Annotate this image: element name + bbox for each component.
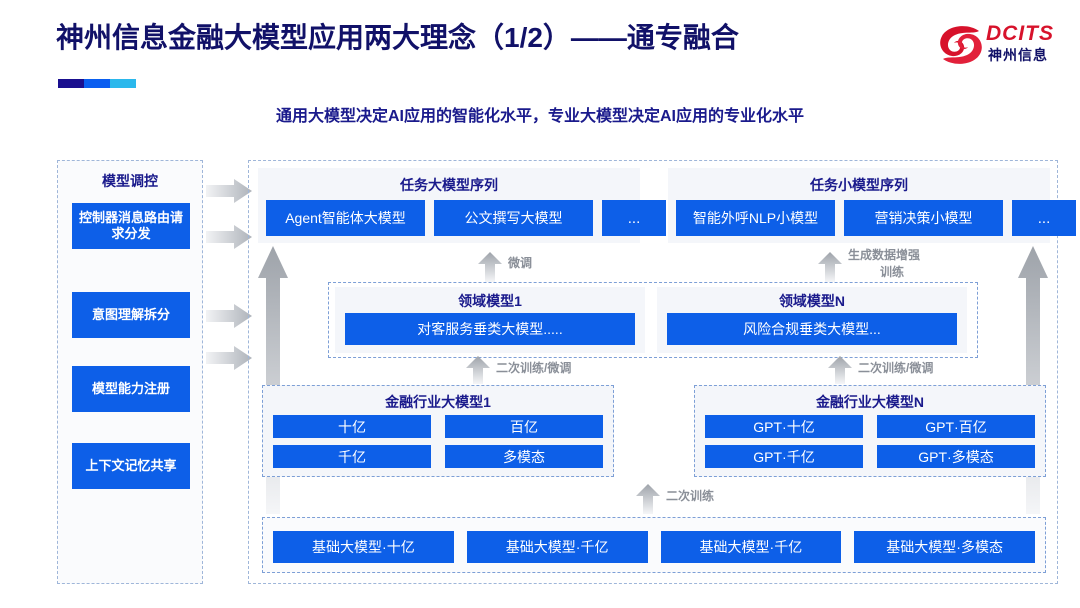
domain-model-n-title: 领域模型N xyxy=(778,293,846,309)
task-item-outbound-nlp[interactable]: 智能外呼NLP小模型 xyxy=(676,200,835,236)
base-model-frame: 基础大模型·十亿 基础大模型·千亿 基础大模型·千亿 基础大模型·多模态 xyxy=(262,517,1046,573)
spiral-logo-icon xyxy=(940,26,982,64)
diagram-frame xyxy=(248,160,1058,584)
arrow-label-data-augment-line1: 生成数据增强 xyxy=(848,248,921,262)
base-model-cell-1[interactable]: 基础大模型·十亿 xyxy=(273,531,454,563)
arrow-up-icon-fine-tune xyxy=(478,252,502,282)
arrow-label-retrain: 二次训练 xyxy=(666,489,715,503)
rule-segment-2 xyxy=(84,79,110,88)
task-item-more-small[interactable]: ... xyxy=(1012,200,1076,236)
task-sequence-small: 任务小模型序列 智能外呼NLP小模型 营销决策小模型 ... xyxy=(668,168,1076,243)
arrow-up-icon-retrain xyxy=(636,484,660,514)
domain-model-1-title: 领域模型1 xyxy=(458,293,522,309)
task-sequence-small-title: 任务小模型序列 xyxy=(810,177,908,193)
arrow-up-icon-left-spine xyxy=(258,246,288,514)
industry-1-cell-2[interactable]: 百亿 xyxy=(445,415,603,438)
logo-brand-cn: 神州信息 xyxy=(988,47,1048,63)
domain-model-n-box[interactable]: 风险合规垂类大模型... xyxy=(667,313,957,345)
control-item-context-memory[interactable]: 上下文记忆共享 xyxy=(72,443,190,489)
industry-model-n-title: 金融行业大模型N xyxy=(815,394,925,410)
task-item-more-large[interactable]: ... xyxy=(602,200,666,236)
base-model-cell-2[interactable]: 基础大模型·千亿 xyxy=(466,531,648,563)
industry-model-1: 金融行业大模型1 十亿 百亿 千亿 多模态 xyxy=(262,385,614,477)
arrow-right-icon-1 xyxy=(206,179,252,203)
arrow-right-icon-4 xyxy=(206,346,252,370)
domain-model-frame: 领域模型1 对客服务垂类大模型..... 领域模型N 风险合规垂类大模型... xyxy=(328,282,978,358)
rule-segment-3 xyxy=(110,79,136,88)
task-item-marketing-decision[interactable]: 营销决策小模型 xyxy=(844,200,1003,236)
domain-model-1-box[interactable]: 对客服务垂类大模型..... xyxy=(345,313,635,345)
rule-segment-1 xyxy=(58,79,84,88)
task-sequence-small-items: 智能外呼NLP小模型 营销决策小模型 ... xyxy=(676,200,1076,236)
base-model-row: 基础大模型·十亿 基础大模型·千亿 基础大模型·千亿 基础大模型·多模态 xyxy=(273,531,1035,563)
arrow-label-retrain-tune-right: 二次训练/微调 xyxy=(858,361,934,375)
arrow-label-fine-tune: 微调 xyxy=(508,256,533,270)
arrow-up-icon-right-spine xyxy=(1018,246,1048,514)
arrow-up-icon-retrain-tune-left xyxy=(466,356,490,384)
task-item-agent[interactable]: Agent智能体大模型 xyxy=(266,200,425,236)
arrow-up-icon-retrain-tune-right xyxy=(828,356,852,384)
domain-model-n: 领域模型N 风险合规垂类大模型... xyxy=(657,287,967,353)
task-sequence-large-title: 任务大模型序列 xyxy=(400,177,498,193)
industry-model-1-grid: 十亿 百亿 千亿 多模态 xyxy=(273,415,603,468)
industry-1-cell-1[interactable]: 十亿 xyxy=(273,415,431,438)
task-item-doc-writing[interactable]: 公文撰写大模型 xyxy=(434,200,593,236)
control-item-capability-registry[interactable]: 模型能力注册 xyxy=(72,366,190,412)
dcits-logo: DCITS 神州信息 xyxy=(938,20,1062,74)
industry-model-1-title: 金融行业大模型1 xyxy=(385,394,491,410)
task-sequence-large-items: Agent智能体大模型 公文撰写大模型 ... xyxy=(266,200,666,236)
arrow-label-retrain-tune-left: 二次训练/微调 xyxy=(496,361,572,375)
arrow-right-icon-2 xyxy=(206,225,252,249)
industry-n-cell-3[interactable]: GPT·千亿 xyxy=(705,445,863,468)
page-subtitle: 通用大模型决定AI应用的智能化水平，专业大模型决定AI应用的专业化水平 xyxy=(275,108,804,125)
control-panel: 模型调控 控制器消息路由请求分发 意图理解拆分 模型能力注册 上下文记忆共享 xyxy=(57,160,203,584)
industry-n-cell-4[interactable]: GPT·多模态 xyxy=(877,445,1035,468)
industry-n-cell-1[interactable]: GPT·十亿 xyxy=(705,415,863,438)
logo-brand-en: DCITS xyxy=(986,22,1054,45)
task-sequence-large: 任务大模型序列 Agent智能体大模型 公文撰写大模型 ... xyxy=(258,168,666,243)
industry-1-cell-3[interactable]: 千亿 xyxy=(273,445,431,468)
industry-n-cell-2[interactable]: GPT·百亿 xyxy=(877,415,1035,438)
control-panel-title: 模型调控 xyxy=(102,173,158,189)
arrow-right-icon-3 xyxy=(206,304,252,328)
domain-model-1: 领域模型1 对客服务垂类大模型..... xyxy=(335,287,645,353)
control-item-router[interactable]: 控制器消息路由请求分发 xyxy=(72,203,190,249)
industry-model-n: 金融行业大模型N GPT·十亿 GPT·百亿 GPT·千亿 GPT·多模态 xyxy=(694,385,1046,477)
base-model-cell-4[interactable]: 基础大模型·多模态 xyxy=(854,531,1035,563)
arrow-label-data-augment-line2: 训练 xyxy=(880,265,905,279)
control-item-intent[interactable]: 意图理解拆分 xyxy=(72,292,190,338)
page-title: 神州信息金融大模型应用两大理念（1/2）——通专融合 xyxy=(56,22,739,53)
industry-model-n-grid: GPT·十亿 GPT·百亿 GPT·千亿 GPT·多模态 xyxy=(705,415,1035,468)
industry-1-cell-4[interactable]: 多模态 xyxy=(445,445,603,468)
arrow-up-icon-data-augment xyxy=(818,252,842,282)
base-model-cell-3[interactable]: 基础大模型·千亿 xyxy=(660,531,842,563)
title-accent-rule xyxy=(58,79,136,88)
